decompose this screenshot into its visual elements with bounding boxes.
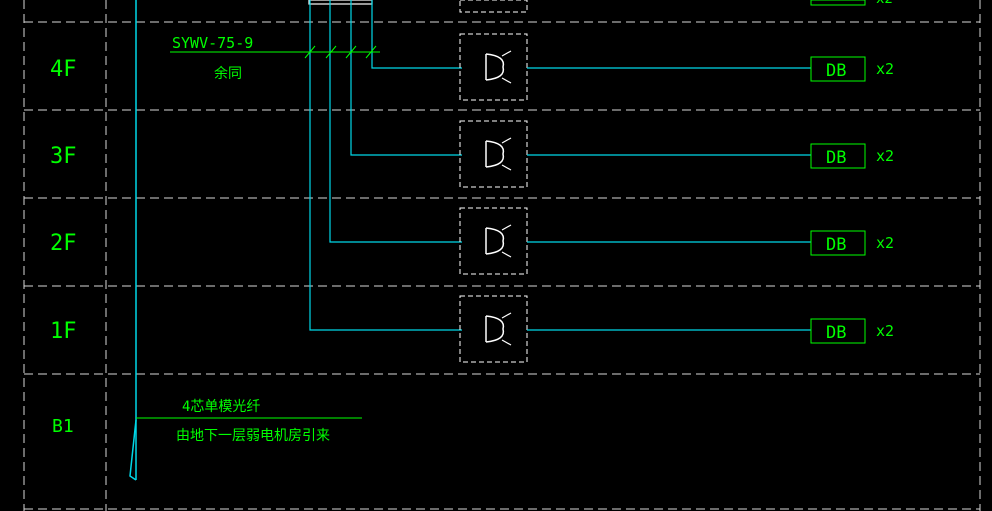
cable-note-label: 余同 — [214, 65, 242, 82]
floor-label-b1: B1 — [52, 416, 74, 437]
db-outlet-box — [810, 56, 866, 82]
floor-grid — [23, 0, 981, 511]
floor-row-3f: 3F DB x2 — [50, 120, 894, 188]
db-outlet-box — [810, 230, 866, 256]
fiber-trunk — [129, 0, 137, 481]
outlet-count: x2 — [876, 322, 894, 340]
db-outlet-box — [810, 143, 866, 169]
cable-type-label: SYWV-75-9 — [172, 34, 253, 52]
splitter-icon — [459, 120, 528, 188]
floor-label: 2F — [50, 231, 77, 256]
floor-row-2f: 2F DB x2 — [50, 207, 894, 275]
db-outlet-label: DB — [826, 61, 846, 81]
coax-risers — [308, 0, 462, 331]
floor-label: 1F — [50, 319, 77, 344]
floor-label: 4F — [50, 57, 77, 82]
db-outlet-label: DB — [826, 148, 846, 168]
db-outlet-box — [810, 318, 866, 344]
splitter-icon — [459, 295, 528, 363]
floor-label: 3F — [50, 144, 77, 169]
floor-row-1f: 1F DB x2 — [50, 295, 894, 363]
outlet-count: x2 — [876, 147, 894, 165]
splitter-icon — [459, 207, 528, 275]
fiber-label-line2: 由地下一层弱电机房引来 — [176, 428, 330, 444]
splitter-icon — [459, 33, 528, 101]
db-outlet-label: DB — [826, 323, 846, 343]
top-partial-count: x2 — [876, 0, 893, 7]
floor-row-4f: 4F DB x2 — [50, 33, 894, 101]
cable-annotation: SYWV-75-9 余同 — [170, 34, 380, 82]
floor-rows: 4F DB x2 3F DB x2 2F DB x2 1F DB x2 — [50, 33, 894, 363]
db-outlet-label: DB — [826, 235, 846, 255]
top-partial-row: x2 — [459, 0, 893, 13]
fiber-annotation: 4芯单模光纤 由地下一层弱电机房引来 — [136, 399, 362, 444]
outlet-count: x2 — [876, 234, 894, 252]
outlet-count: x2 — [876, 60, 894, 78]
fiber-label-line1: 4芯单模光纤 — [182, 399, 260, 415]
